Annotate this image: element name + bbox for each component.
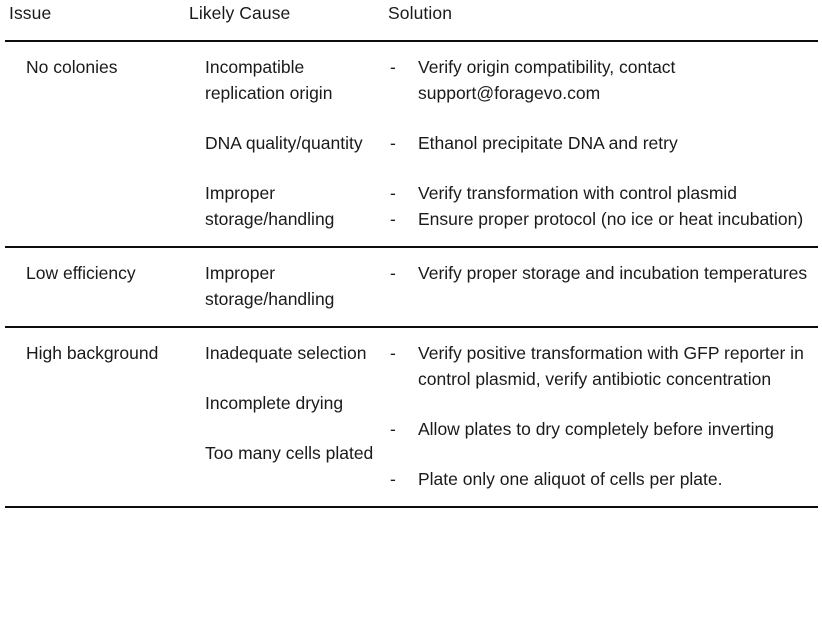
- solution-bullet: - Plate only one aliquot of cells per pl…: [387, 466, 818, 492]
- solution-cell: - Verify proper storage and incubation t…: [387, 247, 819, 328]
- solution-text: Ethanol precipitate DNA and retry: [418, 133, 678, 153]
- solution-bullet: - Verify positive transformation with GF…: [387, 340, 818, 392]
- solution-group: - Ethanol precipitate DNA and retry: [387, 130, 818, 156]
- cause-cell: Inadequate selection Incomplete drying T…: [187, 327, 387, 508]
- table-row: No colonies Incompatible replication ori…: [5, 41, 819, 248]
- table-body: No colonies Incompatible replication ori…: [5, 41, 819, 508]
- table-header-row: Issue Likely Cause Solution: [5, 0, 819, 42]
- solution-bullet: - Verify proper storage and incubation t…: [387, 260, 818, 286]
- solution-text: Plate only one aliquot of cells per plat…: [418, 469, 723, 489]
- cause-label: Incompatible replication origin: [205, 57, 333, 103]
- cause-label: Inadequate selection: [205, 343, 367, 363]
- solution-text: Verify origin compatibility, contact sup…: [418, 57, 676, 103]
- solution-bullet: - Verify origin compatibility, contact s…: [387, 54, 818, 106]
- solution-text: Verify transformation with control plasm…: [418, 183, 738, 203]
- issue-label: Low efficiency: [26, 263, 136, 283]
- solution-cell: - Verify origin compatibility, contact s…: [387, 41, 819, 248]
- cause-label: DNA quality/quantity: [205, 133, 363, 153]
- bullet-dash-icon: -: [390, 133, 396, 153]
- table-row: High background Inadequate selection Inc…: [5, 327, 819, 508]
- troubleshooting-table: Issue Likely Cause Solution No colonies …: [5, 0, 819, 508]
- bullet-dash-icon: -: [390, 263, 396, 283]
- table-header: Issue Likely Cause Solution: [5, 0, 819, 42]
- issue-cell: Low efficiency: [5, 247, 187, 328]
- cause-label: Incomplete drying: [205, 393, 344, 413]
- bullet-dash-icon: -: [390, 419, 396, 439]
- cause-label: Too many cells plated: [205, 443, 374, 463]
- issue-cell: No colonies: [5, 41, 187, 248]
- solution-text: Allow plates to dry completely before in…: [418, 419, 775, 439]
- cause-label: Improper storage/handling: [205, 183, 335, 229]
- column-header-issue: Issue: [5, 0, 187, 42]
- bullet-dash-icon: -: [390, 57, 396, 77]
- solution-bullet: - Verify transformation with control pla…: [387, 180, 818, 206]
- solution-group: - Verify positive transformation with GF…: [387, 340, 818, 392]
- solution-text: Ensure proper protocol (no ice or heat i…: [418, 209, 804, 229]
- solution-cell: - Verify positive transformation with GF…: [387, 327, 819, 508]
- issue-cell: High background: [5, 327, 187, 508]
- solution-bullet: - Ensure proper protocol (no ice or heat…: [387, 206, 818, 232]
- issue-label: No colonies: [26, 57, 118, 77]
- cause-cell: Incompatible replication origin DNA qual…: [187, 41, 387, 248]
- bullet-dash-icon: -: [390, 183, 396, 203]
- cause-label: Improper storage/handling: [205, 263, 335, 309]
- table-row: Low efficiency Improper storage/handling…: [5, 247, 819, 328]
- solution-text: Verify proper storage and incubation tem…: [418, 263, 808, 283]
- solution-group: - Plate only one aliquot of cells per pl…: [387, 466, 818, 492]
- bullet-dash-icon: -: [390, 469, 396, 489]
- solution-bullet: - Ethanol precipitate DNA and retry: [387, 130, 818, 156]
- solution-group: - Verify transformation with control pla…: [387, 180, 818, 232]
- cause-cell: Improper storage/handling: [187, 247, 387, 328]
- column-header-likely-cause: Likely Cause: [187, 0, 387, 42]
- solution-group: - Verify origin compatibility, contact s…: [387, 54, 818, 106]
- solution-group: - Allow plates to dry completely before …: [387, 416, 818, 442]
- issue-label: High background: [26, 343, 159, 363]
- column-header-solution: Solution: [387, 0, 819, 42]
- solution-group: - Verify proper storage and incubation t…: [387, 260, 818, 286]
- bullet-dash-icon: -: [390, 343, 396, 363]
- solution-bullet: - Allow plates to dry completely before …: [387, 416, 818, 442]
- bullet-dash-icon: -: [390, 209, 396, 229]
- solution-text: Verify positive transformation with GFP …: [418, 343, 804, 389]
